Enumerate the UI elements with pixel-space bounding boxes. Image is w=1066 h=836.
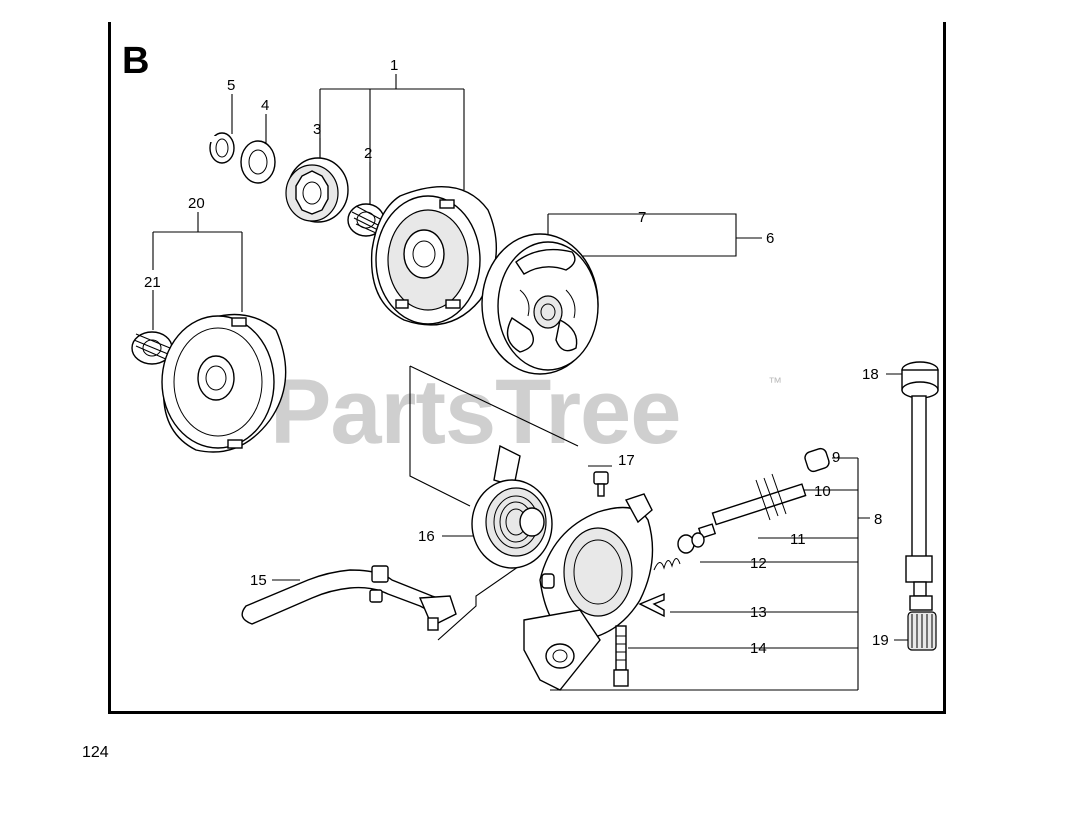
callout-15: 15: [250, 572, 267, 589]
callout-10: 10: [814, 483, 831, 500]
callout-11: 11: [790, 531, 806, 548]
callout-labels: 1 2 3 4 5 6 7 8 9 10 11 12 13 14 15 16 1…: [144, 57, 889, 657]
callout-20: 20: [188, 195, 205, 212]
callout-14: 14: [750, 640, 767, 657]
callout-16: 16: [418, 528, 435, 545]
watermark-trademark: ™: [768, 374, 782, 390]
part-21-needle-bearing: [131, 331, 173, 365]
part-5-retaining-ring: [206, 132, 235, 164]
part-13-plug: [638, 592, 665, 618]
part-4-washer: [240, 140, 276, 184]
diagram-frame: [108, 22, 946, 714]
part-10-pump-plunger: [711, 473, 807, 526]
callout-13: 13: [750, 604, 767, 621]
part-6-clutch-assembly: [481, 233, 599, 375]
callout-3: 3: [313, 121, 321, 138]
callout-12: 12: [750, 555, 767, 572]
oil-pump-housing: [523, 493, 654, 691]
part-16-worm-gear: [471, 444, 553, 569]
callout-17: 17: [618, 452, 635, 469]
part-1-clutch-drum: [370, 186, 498, 326]
part-12-spring: [653, 532, 705, 571]
callout-7: 7: [638, 209, 646, 226]
leader-lines: [152, 74, 910, 691]
part-18-shaft-collar: [901, 361, 939, 597]
section-letter: B: [122, 40, 150, 82]
callout-4: 4: [261, 97, 269, 114]
part-15-oil-pipe: [241, 565, 457, 631]
part-17-screw: [593, 471, 609, 497]
watermark-text: PartsTree: [270, 361, 681, 463]
callout-5: 5: [227, 77, 235, 94]
callout-1: 1: [390, 57, 398, 74]
callout-9: 9: [832, 449, 840, 466]
callout-19: 19: [872, 632, 889, 649]
callout-18: 18: [862, 366, 879, 383]
part-20-clutch-drum: [161, 313, 287, 453]
callout-6: 6: [766, 230, 774, 247]
callout-8: 8: [874, 511, 882, 528]
callout-2: 2: [364, 145, 372, 162]
part-19-drive-gear: [907, 595, 937, 651]
page-number: 124: [82, 744, 109, 761]
part-3-sprocket: [285, 157, 349, 223]
part-14-adjusting-screw: [613, 625, 629, 687]
callout-21: 21: [144, 274, 161, 291]
part-9-bushing: [804, 447, 830, 473]
